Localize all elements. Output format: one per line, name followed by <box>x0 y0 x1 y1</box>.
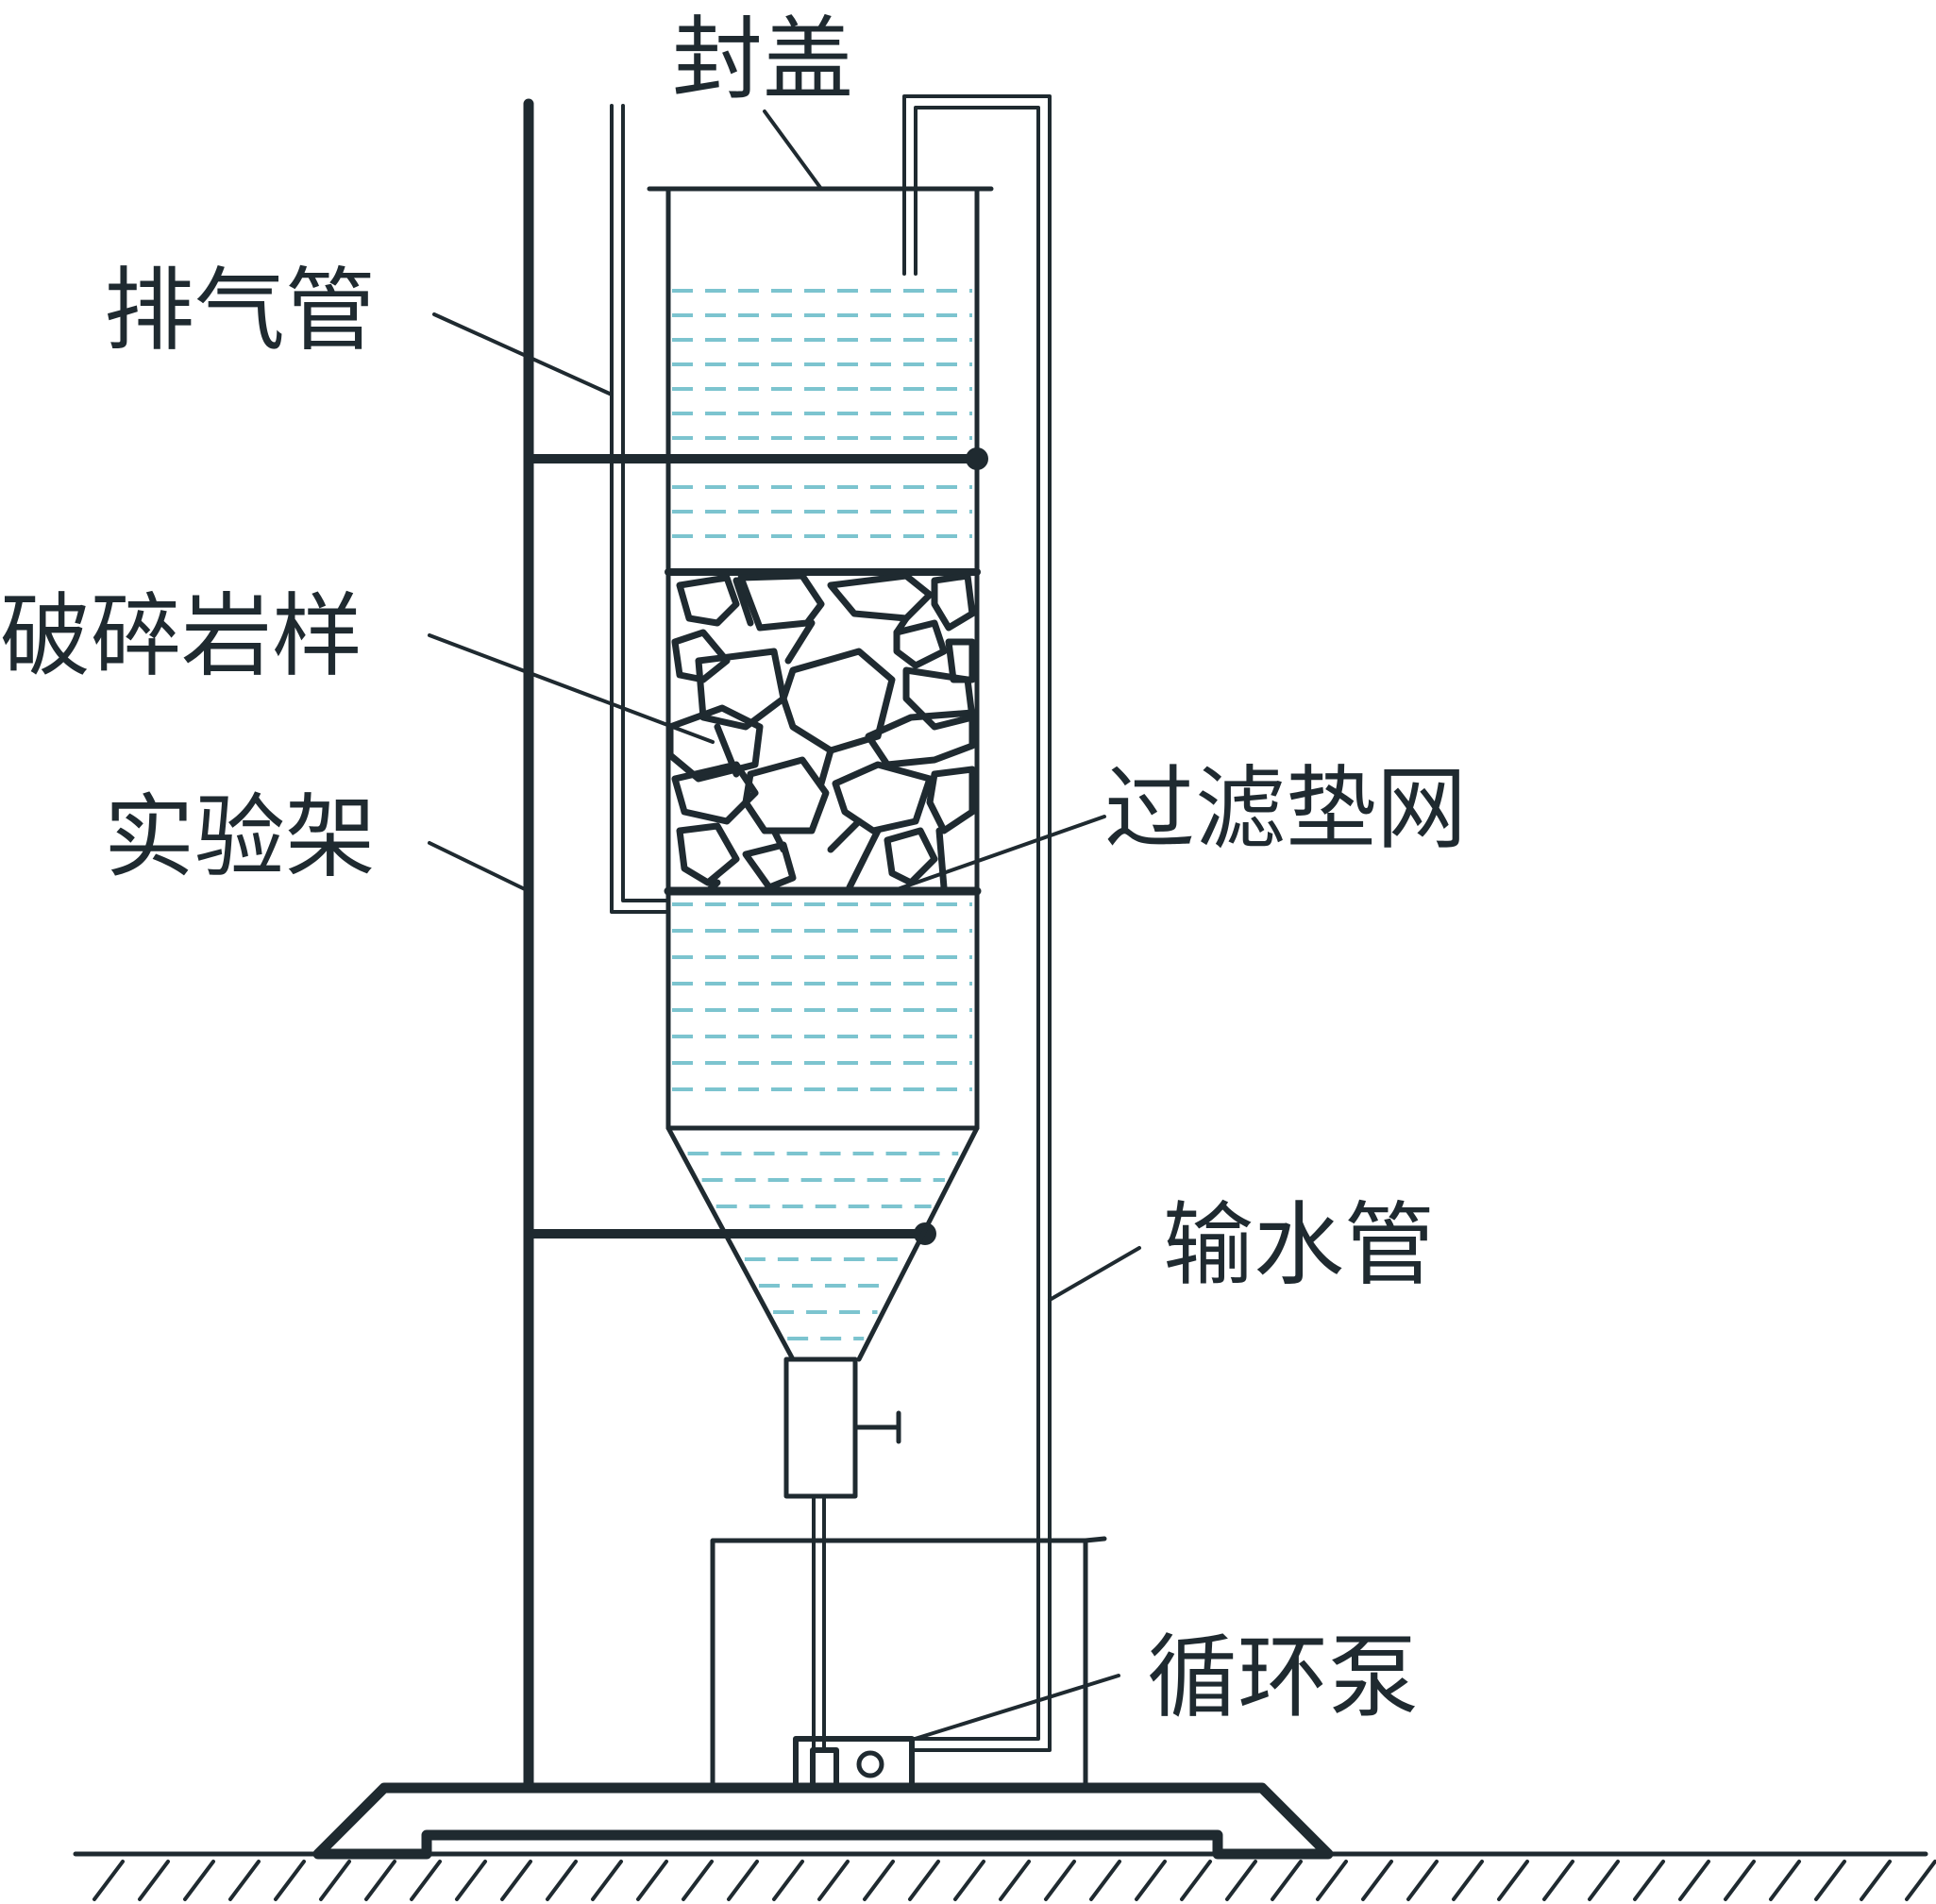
column-vessel <box>647 186 994 1752</box>
leader-exhaust <box>432 312 614 396</box>
ground-hatch <box>863 1860 895 1901</box>
ground-hatch <box>500 1860 532 1901</box>
ground-hatch <box>1588 1860 1620 1901</box>
ground-hatch <box>908 1860 940 1901</box>
ground-hatch <box>1497 1860 1529 1901</box>
water-pipe <box>902 94 1052 1752</box>
ground-hatch <box>1678 1860 1710 1901</box>
ground-hatch <box>1225 1860 1257 1901</box>
ground-hatch <box>1724 1860 1756 1901</box>
ground-hatch <box>1769 1860 1801 1901</box>
label-frame: 实验架 <box>104 784 376 890</box>
crushed-rock-sample <box>666 572 976 895</box>
ground-hatch <box>410 1860 442 1901</box>
ground-hatch <box>1089 1860 1121 1901</box>
ground-hatch <box>1135 1860 1167 1901</box>
leader-mesh <box>890 815 1106 893</box>
ground-hatch <box>1814 1860 1846 1901</box>
ground-hatch <box>319 1860 351 1901</box>
label-water-pipe: 输水管 <box>1163 1192 1435 1298</box>
ground-hatch <box>138 1860 170 1901</box>
ground-hatch <box>455 1860 487 1901</box>
label-rock-sample: 破碎岩样 <box>0 583 362 689</box>
ground-hatch <box>93 1860 125 1901</box>
ground-hatch <box>682 1860 714 1901</box>
ground-hatch <box>183 1860 215 1901</box>
ground-hatch <box>953 1860 985 1901</box>
ground-hatch <box>364 1860 396 1901</box>
ground-hatch <box>999 1860 1031 1901</box>
exhaust-pipe <box>610 104 670 914</box>
beaker <box>710 1536 1107 1791</box>
label-cover: 封盖 <box>672 7 853 112</box>
ground-hatch <box>1271 1860 1303 1901</box>
ground-hatch <box>772 1860 804 1901</box>
leader-water-pipe <box>1048 1246 1141 1302</box>
ground-hatch <box>274 1860 306 1901</box>
label-pump: 循环泵 <box>1147 1625 1419 1730</box>
ground-hatch <box>1044 1860 1076 1901</box>
ground-hatch <box>1316 1860 1348 1901</box>
experiment-frame <box>523 98 988 1794</box>
circulation-pump <box>793 1736 915 1791</box>
ground-hatch <box>1905 1860 1936 1901</box>
ground-hatch <box>546 1860 578 1901</box>
ground-hatch <box>1633 1860 1665 1901</box>
ground-hatch <box>1452 1860 1484 1901</box>
ground-hatch <box>591 1860 623 1901</box>
ground-hatch <box>228 1860 261 1901</box>
ground-hatch <box>817 1860 850 1901</box>
ground <box>73 1851 1936 1901</box>
ground-hatch <box>727 1860 759 1901</box>
leader-rock <box>428 633 715 744</box>
ground-hatch <box>1180 1860 1212 1901</box>
ground-hatch <box>1542 1860 1574 1901</box>
ground-hatch <box>1860 1860 1892 1901</box>
ground-hatch <box>1361 1860 1393 1901</box>
valve-body <box>783 1356 858 1499</box>
leader-pump <box>910 1674 1120 1742</box>
ground-hatch <box>636 1860 668 1901</box>
leader-lines <box>428 110 1141 1742</box>
water <box>672 289 972 1340</box>
base-platform <box>312 1782 1334 1860</box>
ground-hatch <box>1406 1860 1439 1901</box>
leader-frame <box>428 841 527 891</box>
leader-cover <box>763 110 823 191</box>
label-filter-mesh: 过滤垫网 <box>1104 756 1467 862</box>
label-exhaust-pipe: 排气管 <box>104 258 376 363</box>
